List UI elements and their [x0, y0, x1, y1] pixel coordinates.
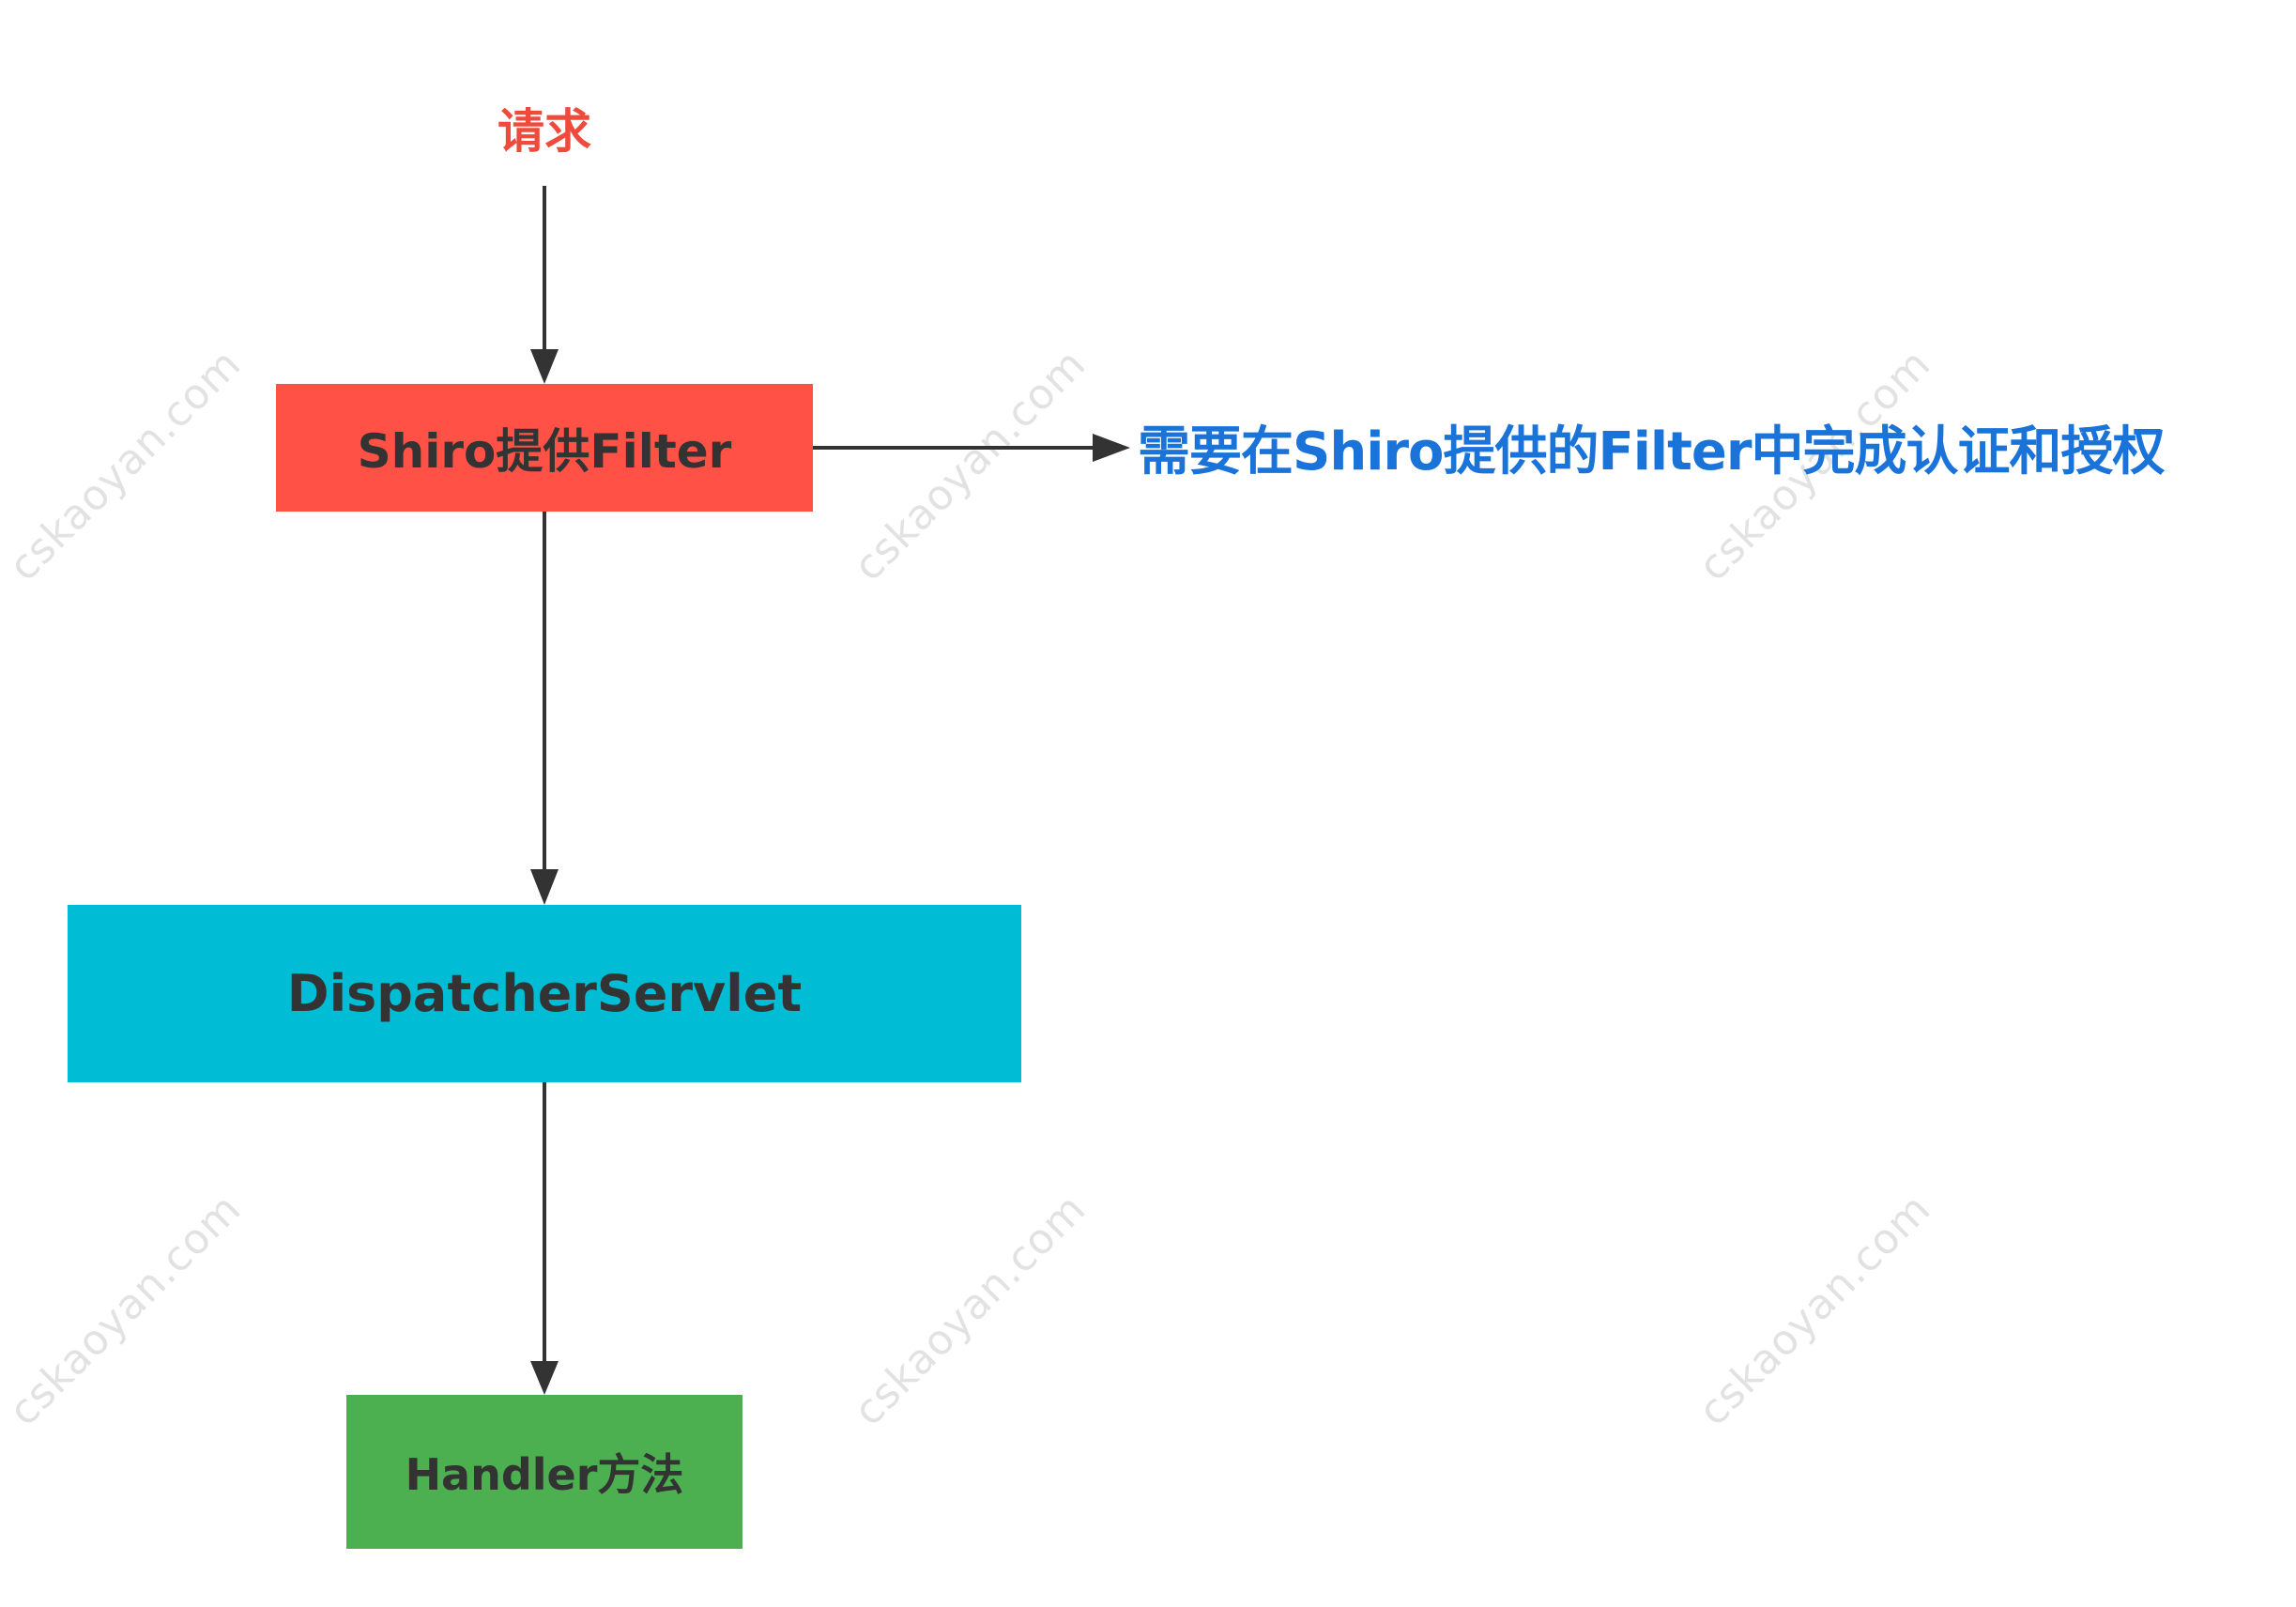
dispatcher-servlet-node: DispatcherServlet [68, 905, 1021, 1082]
shiro-filter-node: Shiro提供Filter [276, 384, 813, 512]
arrow-filter-to-note [813, 434, 1130, 462]
auth-note-label: 需要在Shiro提供的Filter中完成认证和授权 [1138, 421, 2165, 482]
handler-method-node: Handler方法 [346, 1395, 742, 1549]
request-label: 请求 [497, 104, 591, 159]
arrow-request-to-filter [530, 186, 559, 384]
arrow-filter-to-dispatcher [530, 512, 559, 905]
arrow-dispatcher-to-handler [530, 1082, 559, 1395]
